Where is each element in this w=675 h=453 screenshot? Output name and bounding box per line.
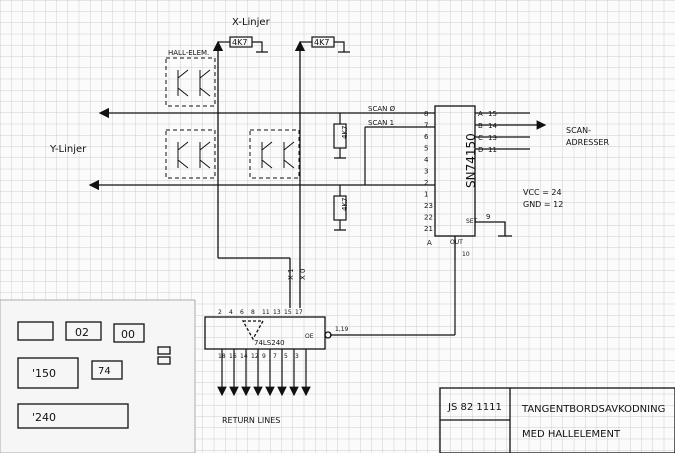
hall-element-2 xyxy=(165,129,216,179)
ic-buffer-top-pin: 6 xyxy=(240,309,244,316)
out-to-oe-wire xyxy=(330,260,456,336)
ic-buffer-top-pin: 11 xyxy=(262,309,270,316)
ic-main-address-letter: B xyxy=(478,122,483,130)
title-block xyxy=(439,387,675,453)
ic-main-address-pin: 14 xyxy=(488,122,497,130)
oe-label: OE xyxy=(305,333,314,340)
sticker-box-150 xyxy=(17,357,79,389)
ic-main-address-pin: 13 xyxy=(488,134,497,142)
ic-out-label: OUT xyxy=(450,239,463,246)
ic-buffer-bottom-pin: 3 xyxy=(295,353,299,360)
sticker-box-small-1 xyxy=(157,346,171,355)
ic-main-letter-a: A xyxy=(427,239,432,247)
title-line-2: MED HALLELEMENT xyxy=(522,429,621,440)
sticker-02: 02 xyxy=(75,326,89,339)
ic-buffer-top-pin: 15 xyxy=(284,309,292,316)
ic-main-input-pin: 21 xyxy=(424,225,433,233)
ic-74ls240 xyxy=(204,316,332,350)
address-outputs xyxy=(475,112,547,150)
ic-main-address-letter: D xyxy=(478,146,483,154)
top-resistors xyxy=(218,36,350,53)
ic-main-input-pin: 7 xyxy=(424,122,428,130)
ic-buffer-bottom-pin: 5 xyxy=(284,353,288,360)
sticker-box-00 xyxy=(113,323,145,343)
ic-sn74150-label: SN74150 xyxy=(464,133,478,188)
return-lines-label: RETURN LINES xyxy=(222,416,280,425)
vcc-label: VCC = 24 xyxy=(523,188,562,197)
x-lines xyxy=(212,40,306,308)
ic-buffer-bottom-pin: 12 xyxy=(251,353,259,360)
return-lines xyxy=(217,349,311,397)
hall-element-label: HALL-ELEM. xyxy=(168,49,209,57)
ic-main-address-letter: A xyxy=(478,110,483,118)
ic-main-address-pin: 15 xyxy=(488,110,497,118)
hall-element-3 xyxy=(249,129,300,179)
scan-addresses-label-1: SCAN- xyxy=(566,126,591,135)
sticker-boxes xyxy=(17,321,171,429)
x-lines-label: X-Linjer xyxy=(232,17,271,28)
y-lines-label: Y-Linjer xyxy=(49,144,87,155)
resistor-side-1-label: 4K7 xyxy=(341,126,349,140)
sticker-box-small-2 xyxy=(157,356,171,365)
hall-elements xyxy=(165,57,300,179)
x-line-label: X 1 xyxy=(287,269,295,280)
title-line-1: TANGENTBORDSAVKODNING xyxy=(521,404,665,415)
ic-buffer-bottom-pin: 7 xyxy=(273,353,277,360)
drawing-id: JS 82 1111 xyxy=(447,402,502,413)
ic-buffer-top-pin: 4 xyxy=(229,309,233,316)
hall-element-1 xyxy=(165,57,216,107)
x-line-labels: X 1 X 0 xyxy=(287,269,307,280)
ic-main-input-pin: 3 xyxy=(424,168,428,176)
ic-main-input-pin: 23 xyxy=(424,202,433,210)
resistor-top-2-label: 4K7 xyxy=(314,38,329,47)
oe-pins-label: 1,19 xyxy=(335,326,349,333)
sticker-00: 00 xyxy=(121,328,135,341)
ic-main-input-pin: 22 xyxy=(424,214,433,222)
ic-main-input-pin: 4 xyxy=(424,156,429,164)
sticker-240: '240 xyxy=(32,411,56,424)
ic-main-input-pin: 5 xyxy=(424,145,428,153)
ic-main-input-pin: 8 xyxy=(424,110,428,118)
ic-buffer-top-pin: 17 xyxy=(295,309,303,316)
scan-lines xyxy=(364,112,435,186)
sticker-box-74 xyxy=(91,360,123,380)
ic-74ls240-label: 74LS240 xyxy=(254,339,285,347)
ic-main-address-letter: C xyxy=(478,134,483,142)
ic-buffer-top-pin: 2 xyxy=(218,309,222,316)
ic-main-address-pin: 11 xyxy=(488,146,497,154)
ic-buffer-bottom-pin: 18 xyxy=(218,353,226,360)
ic-out-pin: 10 xyxy=(462,251,470,258)
ic-buffer-bottom-pin: 9 xyxy=(262,353,266,360)
resistor-side-2-label: 4K7 xyxy=(341,198,349,212)
sticker-box-blank xyxy=(17,321,54,341)
side-resistors xyxy=(333,113,347,231)
ic-buffer-top-pin: 8 xyxy=(251,309,255,316)
sticker-150: '150 xyxy=(32,367,56,380)
ic-buffer-top-pin: 13 xyxy=(273,309,281,316)
ic-main-input-pin: 2 xyxy=(424,179,428,187)
ic-set-label: SET xyxy=(466,218,478,225)
sticker-74: 74 xyxy=(98,366,111,377)
ic-main-input-pin: 6 xyxy=(424,133,429,141)
scan-1-label: SCAN 1 xyxy=(368,119,394,127)
y-lines xyxy=(88,107,415,191)
gnd-label: GND = 12 xyxy=(523,200,563,209)
scan-addresses-label-2: ADRESSER xyxy=(566,138,609,147)
ic-buffer-bottom-pin: 16 xyxy=(229,353,237,360)
sticker-box-02 xyxy=(65,321,102,341)
ic-sn74150 xyxy=(434,105,512,260)
scan-0-label: SCAN Ø xyxy=(368,105,396,113)
ic-main-input-pin: 1 xyxy=(424,191,428,199)
resistor-top-1-label: 4K7 xyxy=(232,38,247,47)
sticker-box-240 xyxy=(17,403,129,429)
ic-buffer-bottom-pin: 14 xyxy=(240,353,248,360)
x-line-label: X 0 xyxy=(299,269,307,280)
ic-set-pin: 9 xyxy=(486,213,490,221)
